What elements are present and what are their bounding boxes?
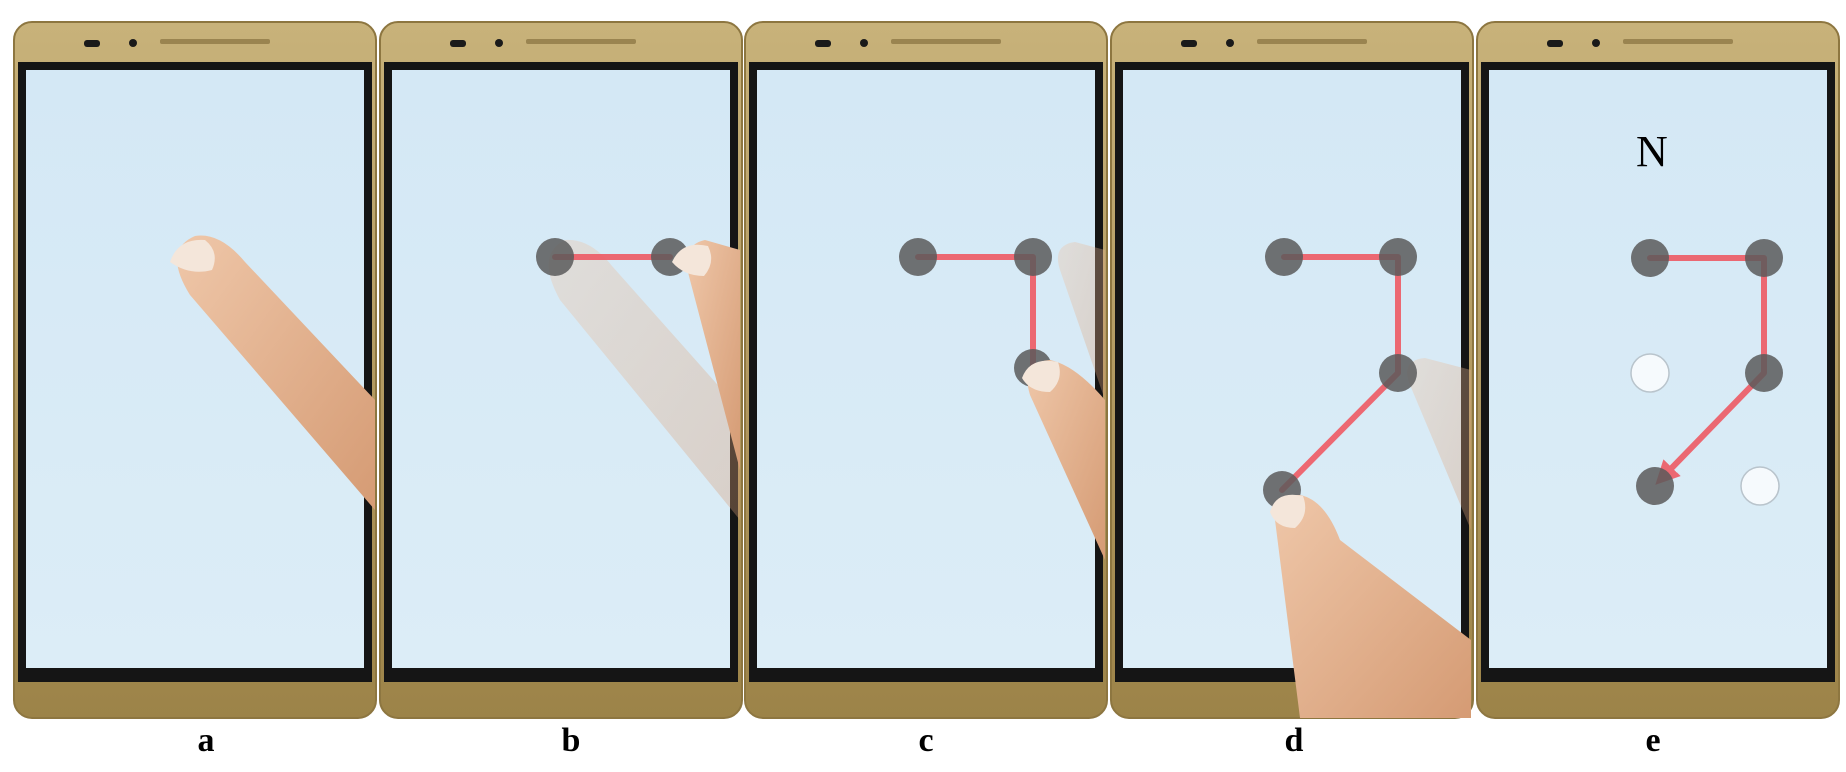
panel-label-c: c	[918, 722, 934, 759]
finger	[170, 235, 375, 510]
pattern-dot	[899, 238, 937, 276]
pattern-path	[1647, 255, 1767, 485]
earpiece-icon	[450, 40, 466, 47]
finger	[1270, 494, 1471, 718]
phone-panel-c	[744, 21, 1108, 719]
speaker-grille	[160, 39, 270, 44]
finger-ghost	[548, 239, 740, 520]
finger-ghost	[1407, 358, 1471, 530]
finger	[1022, 360, 1105, 560]
earpiece-icon	[815, 40, 831, 47]
pattern-dot	[1745, 239, 1783, 277]
phone-panel-a	[13, 21, 377, 719]
pattern-dot	[536, 238, 574, 276]
phone-panel-b	[379, 21, 743, 719]
panel-label-a: a	[197, 722, 215, 759]
phone-panel-d	[1110, 21, 1474, 719]
pattern-dot	[1745, 354, 1783, 392]
pattern-dot	[1014, 238, 1052, 276]
earpiece-icon	[84, 40, 100, 47]
speaker-grille	[526, 39, 636, 44]
panel-label-b: b	[561, 722, 581, 759]
finger-ghost	[1057, 242, 1105, 400]
pattern-dot-empty	[1630, 353, 1670, 393]
pattern-dot	[1265, 238, 1303, 276]
earpiece-icon	[1181, 40, 1197, 47]
panel-label-d: d	[1284, 722, 1304, 759]
front-camera-icon	[129, 39, 137, 47]
pattern-dot	[1636, 467, 1674, 505]
speaker-grille	[1257, 39, 1367, 44]
pattern-path	[1279, 254, 1401, 493]
front-camera-icon	[1226, 39, 1234, 47]
phone-panel-e	[1476, 21, 1840, 719]
finger	[672, 240, 740, 470]
pattern-dot	[1379, 354, 1417, 392]
panel-label-e: e	[1645, 722, 1661, 759]
pattern-dot-empty	[1740, 466, 1780, 506]
front-camera-icon	[860, 39, 868, 47]
pattern-dot	[1631, 239, 1669, 277]
pattern-dot	[1379, 238, 1417, 276]
speaker-grille	[1623, 39, 1733, 44]
front-camera-icon	[495, 39, 503, 47]
recognized-letter: N	[1636, 127, 1668, 176]
speaker-grille	[891, 39, 1001, 44]
front-camera-icon	[1592, 39, 1600, 47]
earpiece-icon	[1547, 40, 1563, 47]
